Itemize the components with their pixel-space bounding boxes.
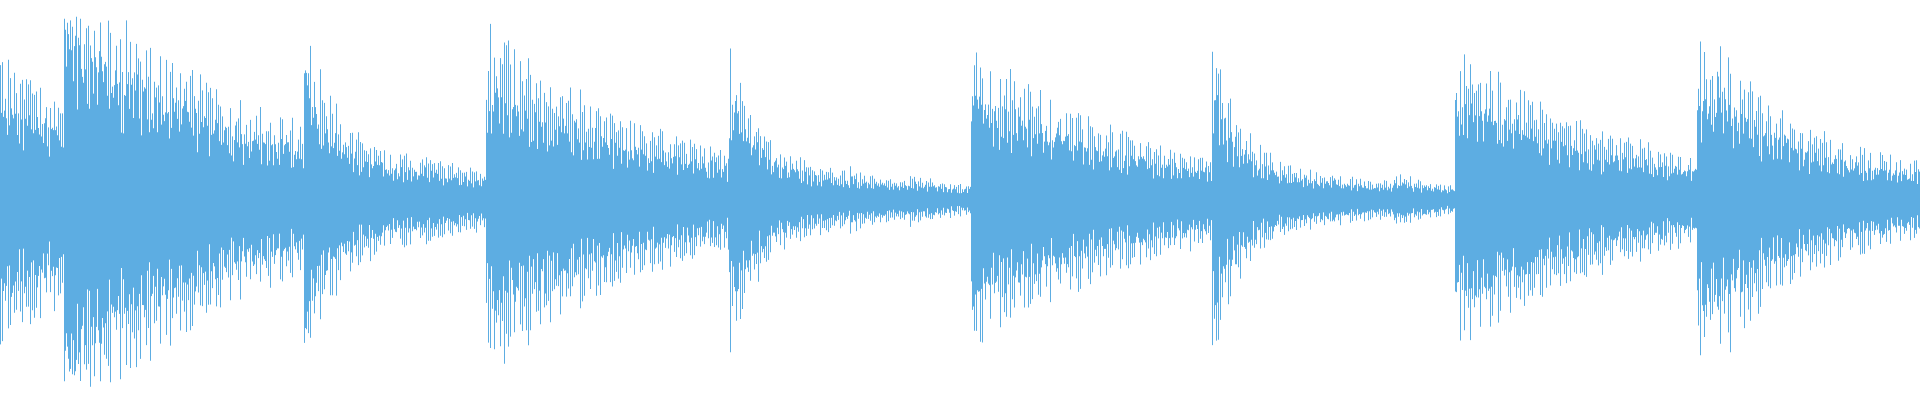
waveform-trace [0,16,1920,387]
